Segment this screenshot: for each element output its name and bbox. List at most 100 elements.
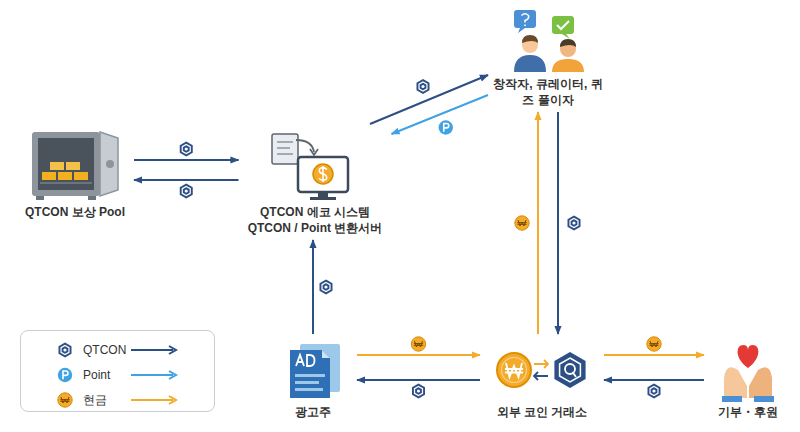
people-icon bbox=[560, 39, 576, 47]
token-icon-part bbox=[515, 216, 529, 230]
token-icon-part bbox=[417, 79, 430, 94]
legend-label: Point bbox=[83, 367, 110, 383]
token-icon-part bbox=[63, 371, 68, 379]
flow-arrow bbox=[357, 354, 480, 356]
legend-icon bbox=[55, 365, 75, 385]
converter-monitor-icon bbox=[313, 164, 333, 184]
people-icon bbox=[514, 10, 584, 72]
flow-arrow bbox=[370, 75, 488, 124]
legend-label: QTCON bbox=[83, 342, 126, 358]
token-icon-part bbox=[412, 384, 425, 399]
people-icon bbox=[518, 28, 525, 33]
donation-hands-icon bbox=[754, 396, 774, 402]
safe-icon bbox=[42, 172, 56, 180]
legend-swatch bbox=[129, 365, 181, 385]
legend-icon bbox=[58, 393, 72, 407]
token-icon-part bbox=[63, 348, 66, 351]
token-icon-part bbox=[439, 120, 453, 134]
flow-node: 창작자, 큐레이터, 퀴즈 풀이자 bbox=[492, 6, 604, 108]
legend-icon bbox=[59, 343, 72, 358]
safe-icon bbox=[100, 132, 118, 196]
token-icon-part bbox=[58, 393, 72, 407]
token-icon bbox=[180, 184, 193, 199]
legend-swatch bbox=[129, 390, 181, 410]
flow-arrow bbox=[604, 354, 704, 356]
safe-icon bbox=[36, 196, 44, 200]
token-icon-part bbox=[180, 184, 193, 199]
flow-arrow bbox=[557, 112, 559, 334]
token-icon-part bbox=[444, 124, 449, 132]
token-icon bbox=[568, 216, 581, 231]
safe-icon bbox=[58, 172, 72, 180]
safe-icon bbox=[88, 196, 96, 200]
token-icon-part bbox=[647, 337, 661, 351]
people-icon bbox=[514, 55, 546, 72]
token-icon-part bbox=[652, 389, 655, 392]
converter-monitor-icon bbox=[310, 197, 336, 200]
people-icon bbox=[552, 59, 584, 72]
people-icon bbox=[557, 21, 569, 29]
legend-row: Point bbox=[21, 365, 214, 385]
flow-node: 외부 코인 거래소 bbox=[484, 338, 600, 420]
donation-hands-icon bbox=[722, 396, 742, 402]
legend-swatch-line bbox=[131, 349, 173, 351]
token-icon-part bbox=[58, 368, 72, 382]
token-icon-part bbox=[182, 144, 190, 153]
legend-icon bbox=[58, 368, 72, 382]
token-icon-part bbox=[182, 186, 190, 195]
safe-icon bbox=[106, 160, 114, 168]
converter-monitor-icon bbox=[272, 134, 348, 200]
safe-icon bbox=[74, 172, 88, 180]
converter-monitor-icon bbox=[319, 166, 327, 182]
exchange-icon bbox=[505, 363, 523, 377]
legend-swatch-head bbox=[169, 396, 176, 404]
exchange-icon bbox=[497, 353, 531, 387]
token-icon-part bbox=[324, 285, 327, 288]
legend-box: QTCON Point 현금 bbox=[20, 330, 215, 412]
exchange-icon bbox=[573, 372, 577, 377]
token-icon-part bbox=[411, 337, 425, 351]
flow-node: QTCON 에코 시스템 QTCON / Point 변환서버 bbox=[243, 128, 388, 236]
advertiser-ad-icon bbox=[296, 355, 304, 366]
token-icon-part bbox=[180, 142, 193, 157]
safe-icon bbox=[50, 162, 64, 170]
token-icon bbox=[320, 280, 333, 295]
safe-icon bbox=[40, 182, 92, 184]
people-icon bbox=[522, 35, 538, 43]
token-icon-part bbox=[570, 218, 578, 227]
token-icon-part bbox=[185, 189, 188, 192]
node-label: 기부・후원 bbox=[708, 404, 788, 420]
node-label: QTCON 에코 시스템 QTCON / Point 변환서버 bbox=[243, 204, 388, 236]
token-icon bbox=[180, 142, 193, 157]
advertiser-ad-icon bbox=[295, 388, 323, 391]
flow-arrow bbox=[537, 112, 539, 334]
token-icon bbox=[647, 337, 661, 351]
legend-row: 현금 bbox=[21, 390, 214, 410]
flow-arrow bbox=[392, 95, 489, 134]
exchange-icon bbox=[560, 358, 581, 382]
token-icon-part bbox=[59, 343, 72, 358]
donation-hands-icon bbox=[724, 367, 747, 398]
advertiser-ad-icon bbox=[307, 355, 315, 366]
token-icon-part bbox=[61, 345, 69, 354]
advertiser-ad-icon bbox=[290, 350, 330, 398]
token-icon-part bbox=[650, 386, 658, 395]
legend-swatch-line bbox=[131, 399, 173, 401]
legend-icon bbox=[55, 390, 75, 410]
token-icon-part bbox=[568, 216, 581, 231]
advertiser-ad-icon bbox=[295, 381, 319, 384]
node-label: QTCON 보상 Pool bbox=[20, 204, 130, 220]
token-icon-part bbox=[649, 341, 658, 347]
legend-swatch bbox=[129, 340, 181, 360]
flow-arrow bbox=[134, 159, 239, 161]
legend-swatch-head bbox=[169, 371, 176, 379]
node-label: 광고주 bbox=[273, 404, 353, 420]
token-icon-part bbox=[185, 147, 188, 150]
token-icon-part bbox=[60, 397, 69, 403]
flow-arrow bbox=[357, 379, 480, 381]
token-icon-part bbox=[417, 389, 420, 392]
advertiser-ad-icon bbox=[290, 344, 340, 398]
converter-monitor-icon bbox=[318, 192, 328, 197]
flow-node: QTCON 보상 Pool bbox=[20, 118, 130, 220]
